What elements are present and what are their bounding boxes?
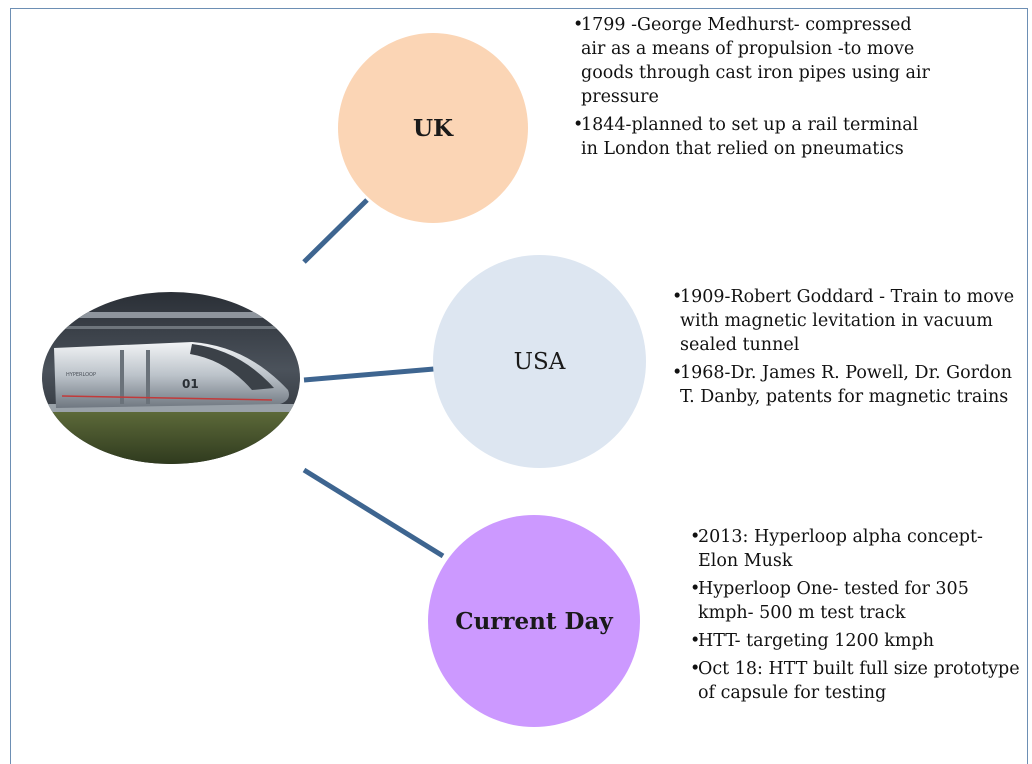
uk-bullet-1844: 1844-planned to set up a rail terminal i…	[573, 113, 933, 161]
usa-bullet-list: 1909-Robert Goddard - Train to move with…	[672, 285, 1024, 413]
current-bullet-htt-target: HTT- targeting 1200 kmph	[690, 629, 1022, 653]
current-bullet-htt-prototype: Oct 18: HTT built full size prototype of…	[690, 657, 1022, 705]
current-bullet-hyperloop-one: Hyperloop One- tested for 305 kmph- 500 …	[690, 577, 1022, 625]
usa-bullet-1909: 1909-Robert Goddard - Train to move with…	[672, 285, 1024, 357]
connector-usa	[304, 369, 434, 380]
circle-uk-label: UK	[413, 115, 453, 142]
connector-current	[304, 470, 443, 556]
circle-uk: UK	[338, 33, 528, 223]
hyperloop-pod-image: HYPERLOOP 01	[42, 292, 300, 464]
current-day-bullet-list: 2013: Hyperloop alpha concept- Elon Musk…	[690, 525, 1022, 709]
hyperloop-pod-illustration: HYPERLOOP 01	[42, 292, 300, 464]
pod-brand-text: HYPERLOOP	[66, 372, 96, 378]
uk-bullet-list: 1799 -George Medhurst- compressed air as…	[573, 13, 933, 165]
uk-bullet-1799: 1799 -George Medhurst- compressed air as…	[573, 13, 933, 109]
pod-number-text: 01	[182, 377, 199, 391]
usa-bullet-1968: 1968-Dr. James R. Powell, Dr. Gordon T. …	[672, 361, 1024, 409]
circle-current-day: Current Day	[428, 515, 640, 727]
circle-usa: USA	[433, 255, 646, 468]
connector-uk	[304, 200, 367, 262]
current-bullet-2013: 2013: Hyperloop alpha concept- Elon Musk	[690, 525, 1022, 573]
circle-current-day-label: Current Day	[455, 608, 612, 635]
circle-usa-label: USA	[514, 349, 566, 375]
